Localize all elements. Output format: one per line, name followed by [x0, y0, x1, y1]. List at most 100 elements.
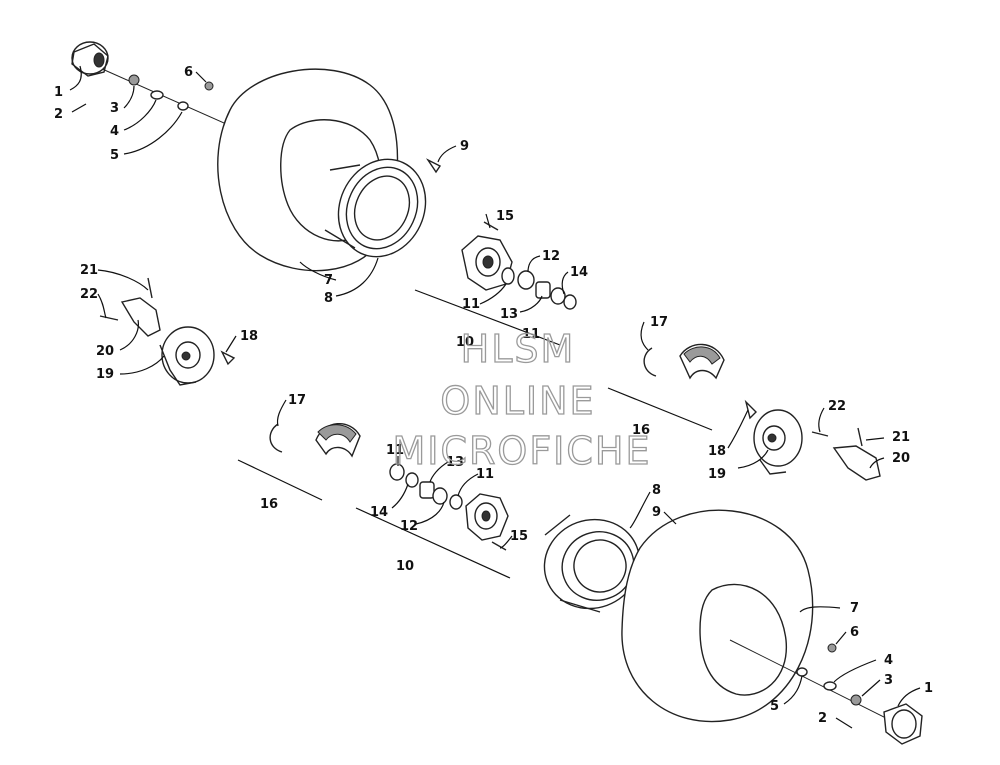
- hub-cap-lower: [883, 703, 923, 745]
- watermark-line-1: HLSM: [461, 327, 576, 371]
- callout-5-lower: 5: [770, 699, 779, 714]
- callout-11-lower-b: 11: [476, 467, 494, 482]
- callout-18-upper: 18: [240, 329, 258, 344]
- callout-14-lower: 14: [370, 505, 388, 520]
- valve-stem-upper: [425, 158, 442, 174]
- valve-cap-upper: [204, 81, 214, 91]
- bolt-left: [147, 277, 153, 299]
- callout-8-upper: 8: [324, 291, 333, 306]
- brake-drum-right: [753, 409, 803, 475]
- callout-3-lower: 3: [884, 673, 893, 688]
- bearing-lower-a: [405, 472, 419, 488]
- bearing-lower-b: [449, 494, 463, 510]
- callout-21-upper: 21: [80, 263, 98, 278]
- watermark-line-2: ONLINE: [440, 379, 595, 423]
- callout-6-upper: 6: [184, 65, 193, 80]
- bleeder-left: [220, 350, 236, 366]
- seal-lower-b: [432, 487, 448, 505]
- callout-15-upper: 15: [496, 209, 514, 224]
- callout-11-upper-b: 11: [522, 327, 540, 342]
- callout-9-lower: 9: [652, 505, 661, 520]
- washer-small-upper: [177, 101, 189, 111]
- bearing-upper-b: [550, 287, 566, 305]
- stud-upper: [483, 221, 499, 231]
- hub-cap-upper: [71, 41, 109, 77]
- watermark: HLSM ONLINE MICROFICHE: [392, 326, 651, 473]
- group-bracket-10-upper: [414, 289, 561, 346]
- brake-lever-left: [120, 297, 161, 337]
- callout-3-upper: 3: [110, 101, 119, 116]
- callout-11-lower-a: 11: [386, 443, 404, 458]
- rim-upper: [324, 158, 427, 258]
- callout-4-upper: 4: [110, 124, 119, 139]
- hub-lower: [465, 493, 509, 541]
- callout-17-upper: 17: [650, 315, 668, 330]
- callout-17-lower: 17: [288, 393, 306, 408]
- callout-10-upper: 10: [456, 335, 474, 350]
- callout-2-lower: 2: [818, 711, 827, 726]
- callout-12-lower: 12: [400, 519, 418, 534]
- callout-5-upper: 5: [110, 148, 119, 163]
- leader-lines: [69, 65, 921, 729]
- callout-16-lower: 16: [260, 497, 278, 512]
- callout-20-lower: 20: [892, 451, 910, 466]
- callout-21-lower: 21: [892, 430, 910, 445]
- callout-8-lower: 8: [652, 483, 661, 498]
- pin-left: [99, 315, 119, 321]
- callout-19-lower: 19: [708, 467, 726, 482]
- callout-15-lower: 15: [510, 529, 528, 544]
- callout-4-lower: 4: [884, 653, 893, 668]
- callout-16-upper: 16: [632, 423, 650, 438]
- spacer-lower: [419, 481, 435, 499]
- seal-upper: [517, 270, 535, 290]
- axle-centerline-lower: [729, 639, 891, 721]
- callout-6-lower: 6: [850, 625, 859, 640]
- callout-1-lower: 1: [924, 681, 933, 696]
- washer-upper: [150, 90, 164, 100]
- callout-7-upper: 7: [324, 273, 333, 288]
- callout-1-upper: 1: [54, 85, 63, 100]
- callout-10-lower: 10: [396, 559, 414, 574]
- bolt-right: [857, 427, 863, 447]
- callout-22-lower: 22: [828, 399, 846, 414]
- callout-20-upper: 20: [96, 344, 114, 359]
- valve-cap-lower: [827, 643, 837, 653]
- group-bracket-16-lower: [237, 459, 323, 501]
- group-bracket-16-upper: [607, 387, 713, 431]
- callout-12-upper: 12: [542, 249, 560, 264]
- spring-lower: [269, 423, 283, 453]
- callout-19-upper: 19: [96, 367, 114, 382]
- rim-lower: [543, 514, 641, 613]
- callout-labels: 1 2 3 4 5 6 9 7 8 15 12 14 11 13 11 10 2…: [54, 65, 933, 726]
- brake-drum-left: [159, 326, 215, 386]
- brake-shoe-upper: [679, 343, 725, 380]
- spacer-upper: [535, 281, 551, 299]
- callout-18-lower: 18: [708, 444, 726, 459]
- group-bracket-10-lower: [355, 507, 511, 579]
- brake-shoe-lower: [315, 422, 361, 458]
- stud-lower: [491, 541, 507, 551]
- callout-9-upper: 9: [460, 139, 469, 154]
- seal-lower: [389, 463, 405, 481]
- brake-lever-right: [832, 445, 881, 481]
- pin-right: [811, 431, 829, 437]
- callout-11-upper-a: 11: [462, 297, 480, 312]
- callout-22-upper: 22: [80, 287, 98, 302]
- callout-14-upper: 14: [570, 265, 588, 280]
- callout-2-upper: 2: [54, 107, 63, 122]
- tire-lower: [621, 509, 814, 723]
- bearing-upper-a: [501, 267, 515, 285]
- callout-13-upper: 13: [500, 307, 518, 322]
- watermark-line-3: MICROFICHE: [392, 429, 651, 473]
- lug-nut-upper: [128, 74, 140, 86]
- washer-lower: [823, 681, 837, 691]
- washer-small-lower: [796, 667, 808, 677]
- hub-upper: [461, 235, 513, 291]
- callout-13-lower: 13: [446, 455, 464, 470]
- callout-7-lower: 7: [850, 601, 859, 616]
- seal-upper-b: [563, 294, 577, 310]
- spring-upper: [643, 347, 657, 377]
- lug-nut-lower: [850, 694, 862, 706]
